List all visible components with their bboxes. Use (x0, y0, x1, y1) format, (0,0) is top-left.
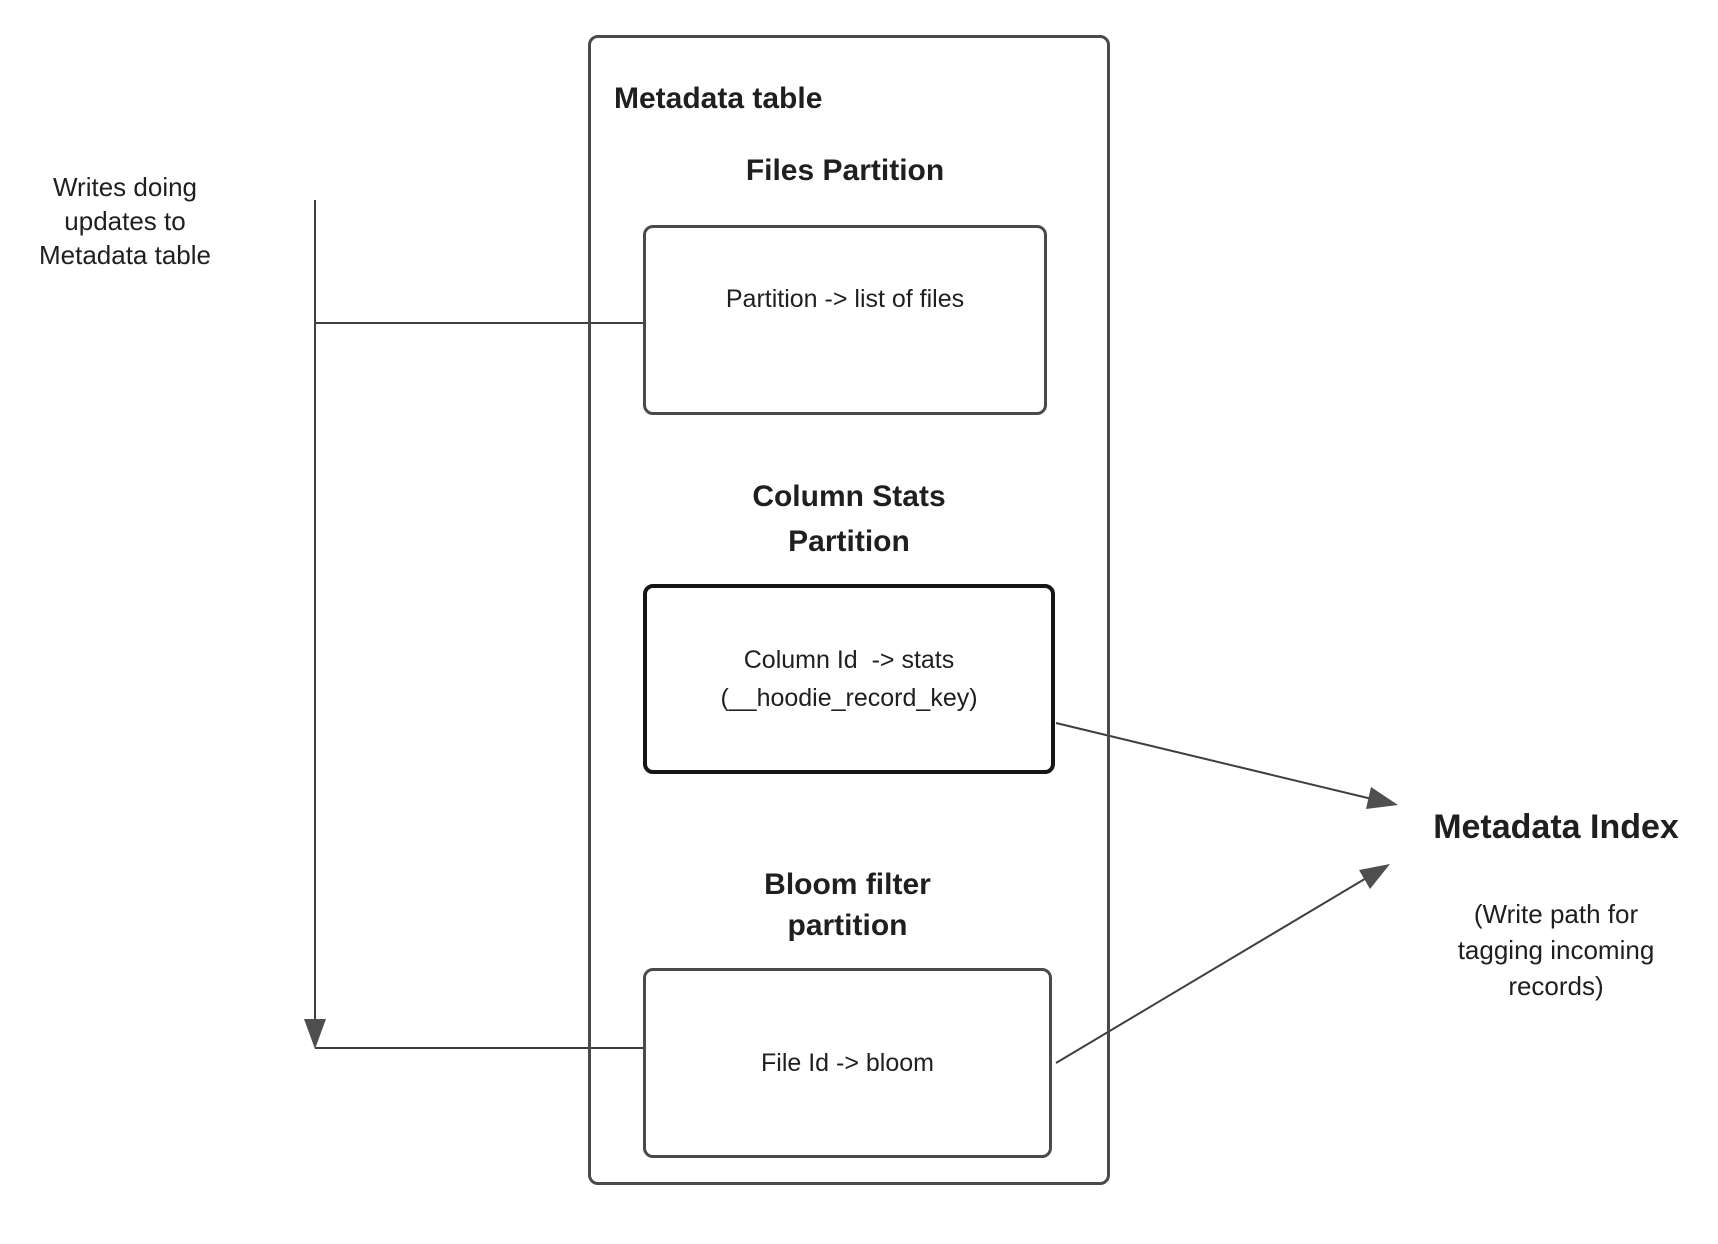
files-partition-node: Partition -> list of files (643, 225, 1047, 415)
writes-note-line: updates to (64, 206, 186, 236)
column-stats-partition-title: Column Stats Partition (643, 474, 1055, 564)
column-stats-title-line: Column Stats (752, 480, 946, 513)
metadata-index-subtitle-line: records) (1508, 971, 1604, 1001)
files-partition-text: Partition -> list of files (725, 285, 965, 313)
bloom-filter-partition-title: Bloom filter partition (643, 864, 1052, 946)
metadata-index-title: Metadata Index (1433, 808, 1679, 846)
bloom-filter-title-line: partition (787, 909, 908, 942)
bloom-to-index-arrowhead-icon (1359, 864, 1390, 889)
bloom-filter-partition-node: File Id -> bloom (643, 968, 1052, 1158)
writes-note-line: Metadata table (38, 240, 211, 270)
column-stats-partition-node: Column Id -> stats (__hoodie_record_key) (643, 584, 1055, 774)
bloom-filter-title-line: Bloom filter (764, 868, 931, 901)
column-stats-text: Column Id -> stats (743, 646, 955, 674)
column-stats-text: (__hoodie_record_key) (720, 684, 978, 712)
metadata-table-container (588, 35, 1110, 1185)
down-arrowhead-icon (304, 1019, 326, 1049)
writes-note: Writes doing updates to Metadata table (20, 170, 230, 272)
metadata-index-subtitle: (Write path for tagging incoming records… (1390, 896, 1718, 1004)
metadata-index-subtitle-line: (Write path for (1473, 899, 1639, 929)
metadata-index-subtitle-line: tagging incoming (1457, 935, 1655, 965)
column-stats-title-line: Partition (788, 525, 910, 558)
bloom-filter-text: File Id -> bloom (761, 1049, 934, 1077)
files-partition-title: Files Partition (643, 150, 1047, 192)
colstats-to-index-arrowhead-icon (1366, 787, 1398, 809)
files-partition-title-line: Files Partition (745, 154, 945, 187)
writes-note-line: Writes doing (52, 172, 198, 202)
metadata-table-title: Metadata table (614, 82, 823, 115)
